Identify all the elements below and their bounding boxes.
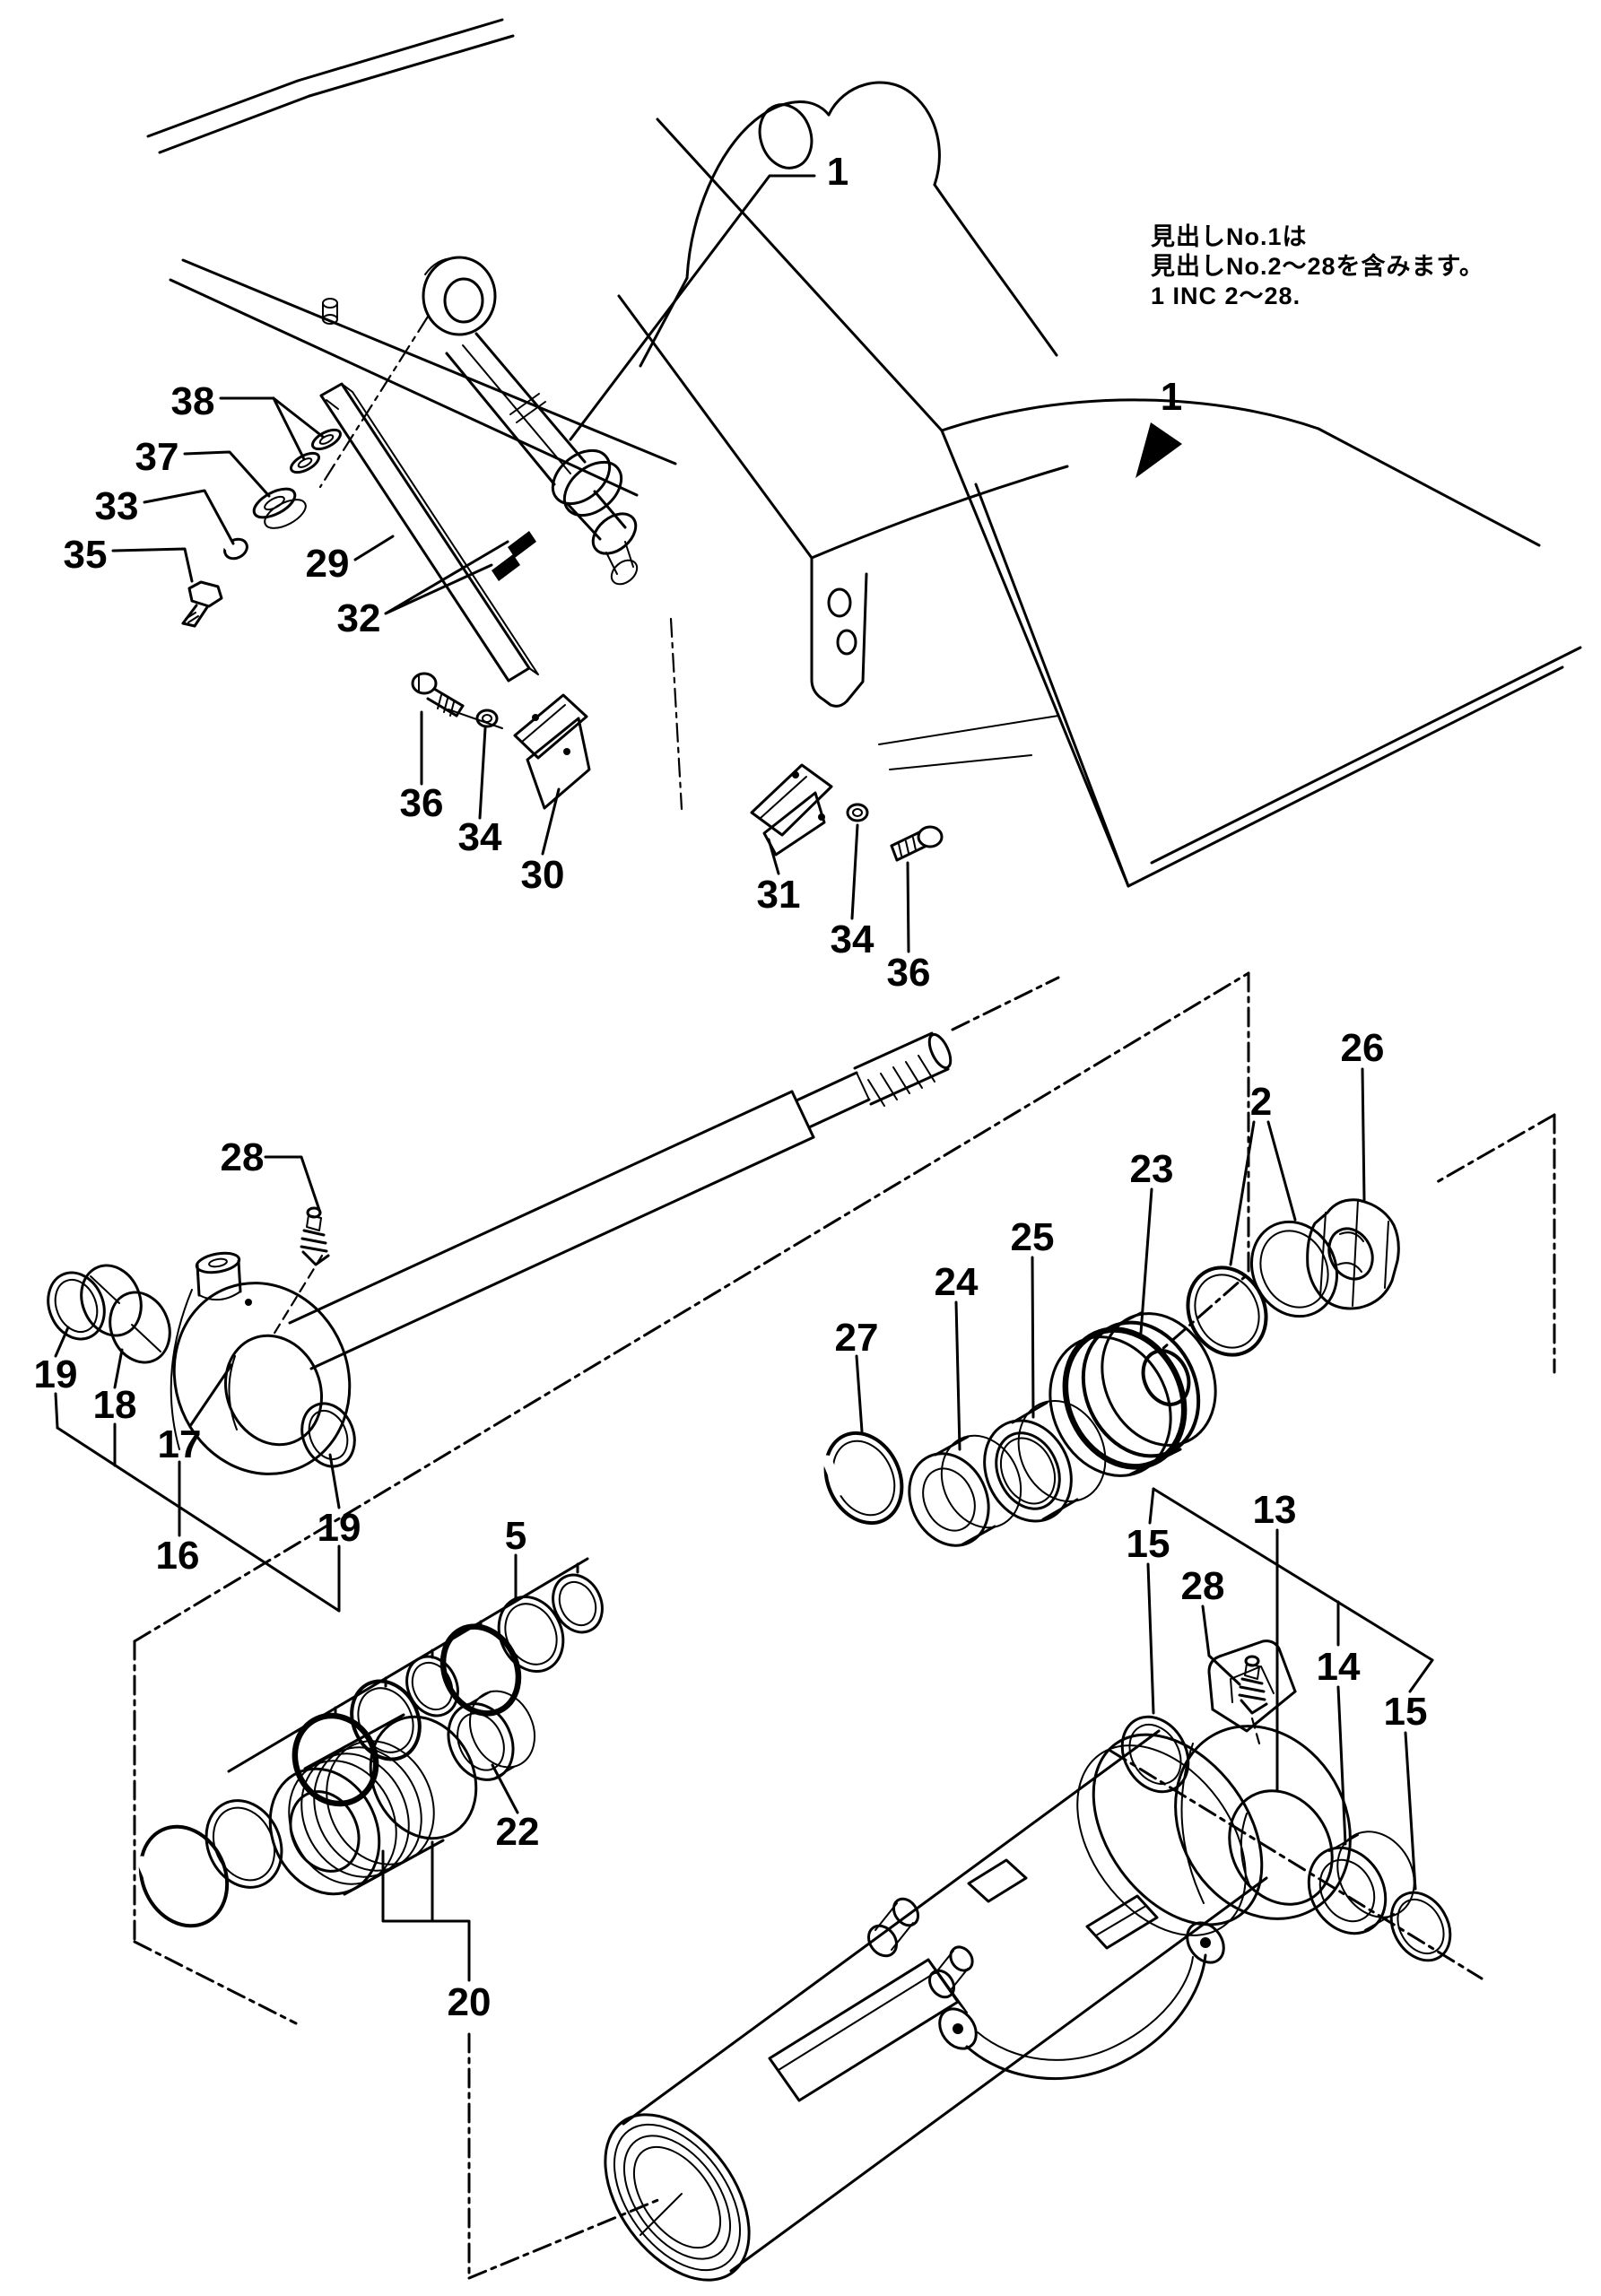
part-19-seal-right (300, 1402, 356, 1468)
part-25-cup-seal (983, 1399, 1107, 1523)
part-27-snap-ring (822, 1431, 904, 1526)
callout-1-arrow: 1 (1161, 375, 1182, 419)
part-14-bushing-tube (1307, 1831, 1415, 1935)
callout-19b: 19 (318, 1506, 361, 1550)
part-2-seal-set (1186, 1220, 1339, 1357)
callout-35: 35 (64, 533, 108, 577)
callout-13: 13 (1253, 1488, 1297, 1532)
part-19-seal-left (47, 1271, 106, 1341)
callout-26: 26 (1341, 1026, 1385, 1070)
callout-19a: 19 (34, 1352, 78, 1396)
callout-36a: 36 (400, 781, 444, 825)
callout-36b: 36 (887, 951, 931, 995)
note-line-1: 見出しNo.1は (1151, 223, 1308, 250)
callout-18: 18 (93, 1383, 137, 1427)
part-28-grease-fitting-rod (272, 1206, 330, 1336)
callout-labels: 1 38 37 33 35 29 32 36 34 30 31 34 36 1 … (34, 150, 1428, 2024)
callout-28b: 28 (1181, 1564, 1225, 1608)
boom-frame-lines (146, 18, 1582, 888)
part-24-collar (908, 1434, 1022, 1547)
parts-30-31-34-36 (411, 672, 944, 862)
alignment-dash-bracket (669, 617, 683, 811)
callout-38: 38 (171, 379, 215, 423)
callout-29: 29 (306, 542, 350, 586)
callout-30: 30 (521, 853, 565, 897)
callout-17: 17 (158, 1422, 202, 1466)
callout-15b: 15 (1384, 1690, 1428, 1734)
callout-23: 23 (1130, 1147, 1174, 1191)
callout-1-main: 1 (827, 150, 848, 194)
part-26-nut (1306, 1198, 1400, 1310)
installed-view-leaders (111, 174, 910, 953)
alignment-dash-eye (318, 315, 430, 489)
callout-34b: 34 (831, 918, 874, 961)
callout-37: 37 (135, 435, 179, 479)
note-line-3: 1 INC 2〜28. (1151, 283, 1301, 309)
part-23-piston (1048, 1311, 1217, 1477)
part-15-seal-right-tube (1389, 1891, 1452, 1962)
callout-20: 20 (448, 1980, 492, 2024)
part-20-gland-group (136, 1713, 478, 1928)
reference-arrow-icon (1135, 422, 1182, 478)
part-13-cylinder-tube (604, 1639, 1352, 2282)
part-28-grease-fitting-tube (1238, 1655, 1268, 1745)
callout-25: 25 (1011, 1215, 1055, 1259)
part-15-seal-left-tube (1120, 1715, 1190, 1794)
callout-34a: 34 (458, 815, 502, 859)
callout-31: 31 (757, 873, 801, 917)
callout-2: 2 (1250, 1080, 1272, 1124)
installed-assembly-drawing (111, 18, 1582, 953)
parts-38-37-33-35 (181, 428, 342, 628)
part-17-rod-head (170, 1251, 352, 1475)
boundary-dash-lines (133, 971, 1556, 2280)
callout-24: 24 (935, 1260, 979, 1304)
note-line-2: 見出しNo.2〜28を含みます。 (1151, 253, 1484, 280)
callout-27: 27 (835, 1316, 879, 1360)
part-piston-rod (288, 1031, 953, 1370)
callout-15a: 15 (1127, 1522, 1170, 1566)
callout-16: 16 (156, 1534, 200, 1578)
callout-14: 14 (1317, 1645, 1361, 1689)
installed-cylinder (422, 256, 639, 586)
part-18-bushing (80, 1264, 171, 1364)
note-block: 見出しNo.1は 見出しNo.2〜28を含みます。 1 INC 2〜28. (1151, 222, 1484, 311)
callout-33: 33 (95, 484, 139, 528)
exploded-view-drawing (47, 971, 1556, 2282)
exploded-view-leaders (54, 1067, 1434, 1982)
callout-32: 32 (337, 596, 381, 640)
callout-5: 5 (505, 1514, 526, 1558)
callout-22: 22 (496, 1810, 540, 1854)
callout-28a: 28 (221, 1135, 265, 1179)
